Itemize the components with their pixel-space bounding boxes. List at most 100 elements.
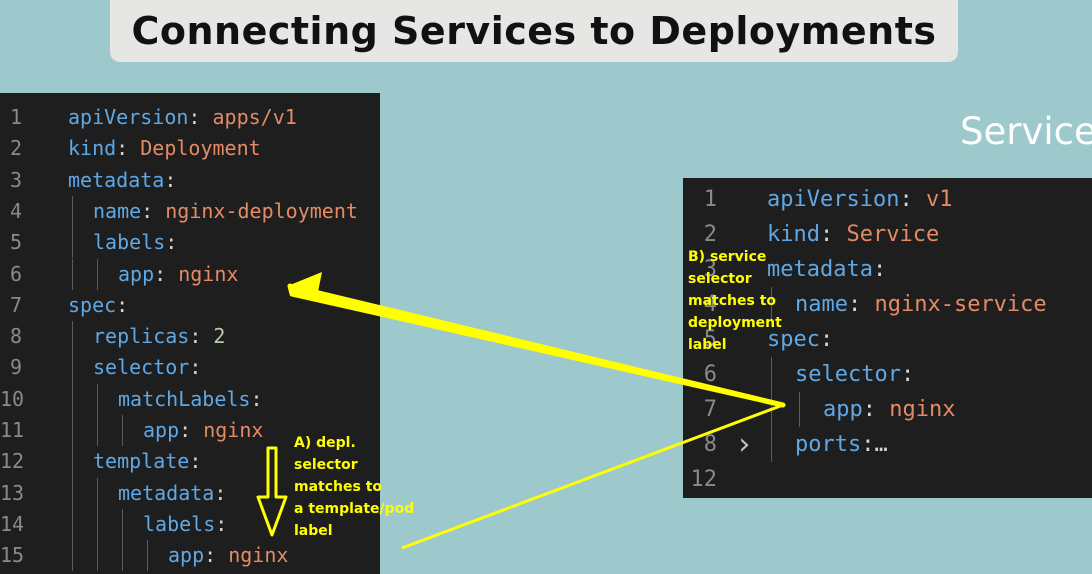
code-text: kind: Deployment <box>68 133 261 164</box>
indent-guide <box>147 540 148 572</box>
yaml-value: nginx <box>191 418 264 442</box>
yaml-colon: : <box>250 386 263 411</box>
line-number: 2 <box>703 222 717 247</box>
fold-chevron-icon[interactable]: › <box>735 427 754 462</box>
yaml-colon: : <box>141 198 154 223</box>
line-number: 4 <box>9 198 22 223</box>
indent-guide <box>771 357 772 392</box>
arrow-b-head <box>290 272 322 302</box>
indent-guide <box>97 477 98 509</box>
yaml-colon: : <box>116 292 129 317</box>
yaml-colon: : <box>189 324 202 349</box>
code-text: labels: <box>143 509 227 540</box>
code-line: 1 apiVersion: v1 <box>683 182 1092 217</box>
yaml-key: app <box>168 543 205 568</box>
yaml-value: nginx <box>876 397 956 422</box>
yaml-key: labels <box>93 230 166 255</box>
code-text: spec: <box>68 290 128 321</box>
yaml-key: metadata <box>767 257 873 282</box>
yaml-colon: : <box>819 327 834 352</box>
yaml-value: apps/v1 <box>200 105 297 129</box>
yaml-colon: : <box>847 292 862 317</box>
line-number: 12 <box>690 467 718 492</box>
yaml-colon: : <box>899 187 913 212</box>
code-text: spec: <box>767 322 833 357</box>
indent-guide <box>122 508 123 541</box>
indent-guide <box>72 477 73 509</box>
yaml-colon: : <box>116 136 129 161</box>
indent-guide <box>97 415 98 447</box>
arrow-a-down <box>256 446 288 537</box>
yaml-key: ports <box>795 432 862 457</box>
line-number: 7 <box>9 292 22 317</box>
indent-guide <box>771 427 772 462</box>
indent-guide <box>97 540 98 572</box>
yaml-key: matchLabels <box>118 386 251 411</box>
line-number: 11 <box>0 418 25 442</box>
yaml-key: metadata <box>68 167 165 192</box>
yaml-colon: : <box>861 432 875 457</box>
code-line: 5 spec: <box>683 322 1092 357</box>
yaml-key: app <box>143 418 180 442</box>
yaml-key: selector <box>795 362 901 387</box>
line-number: 1 <box>703 187 717 212</box>
code-text: template: <box>93 446 201 477</box>
yaml-key: metadata <box>118 480 215 505</box>
code-line: 9 selector: <box>0 352 380 383</box>
code-line: 14 labels: <box>0 509 380 540</box>
line-number: 14 <box>0 511 25 536</box>
yaml-colon: : <box>188 105 201 129</box>
code-text: selector: <box>93 352 201 383</box>
code-text: labels: <box>93 227 177 258</box>
line-number: 13 <box>0 480 25 505</box>
code-line: 15 app: nginx <box>0 540 380 571</box>
code-text: metadata: <box>118 478 226 509</box>
line-number: 4 <box>703 292 717 317</box>
line-number: 12 <box>0 449 25 474</box>
code-line: 12 <box>683 462 1092 497</box>
line-number: 5 <box>703 327 717 352</box>
code-line: 13 metadata: <box>0 478 380 509</box>
folded-ellipsis[interactable]: … <box>874 432 888 457</box>
line-number: 9 <box>9 355 22 380</box>
code-text: app: nginx <box>118 259 238 290</box>
code-text: app: nginx <box>168 540 288 571</box>
yaml-key: name <box>795 292 848 317</box>
yaml-colon: : <box>154 261 167 286</box>
yaml-colon: : <box>214 480 227 505</box>
line-number: 8 <box>9 324 22 349</box>
slide-title: Connecting Services to Deployments <box>131 9 937 53</box>
arrow-b-shaft <box>287 283 786 408</box>
code-line: 11 app: nginx <box>0 415 380 446</box>
line-number: 15 <box>0 543 25 568</box>
code-line: 12 template: <box>0 446 380 477</box>
yaml-key: replicas <box>93 324 190 349</box>
annotation-a: A) depl. selector matches to a template/… <box>294 435 415 539</box>
line-number: 8 <box>703 432 717 457</box>
code-text: apiVersion: apps/v1 <box>68 102 297 133</box>
code-text: app: nginx <box>823 392 955 427</box>
code-text: apiVersion: v1 <box>767 182 952 217</box>
yaml-value: v1 <box>912 187 953 212</box>
yaml-key: kind <box>767 222 820 247</box>
code-text: selector: <box>795 357 914 392</box>
code-line: 8 ports:… <box>683 427 1092 462</box>
yaml-value: Service <box>833 222 940 247</box>
line-number: 3 <box>703 257 717 282</box>
yaml-colon: : <box>179 418 192 442</box>
line-number: 1 <box>9 105 22 129</box>
line-number: 2 <box>9 136 22 161</box>
indent-guide <box>771 287 772 322</box>
yaml-key: kind <box>68 136 117 161</box>
indent-guide <box>72 383 73 415</box>
